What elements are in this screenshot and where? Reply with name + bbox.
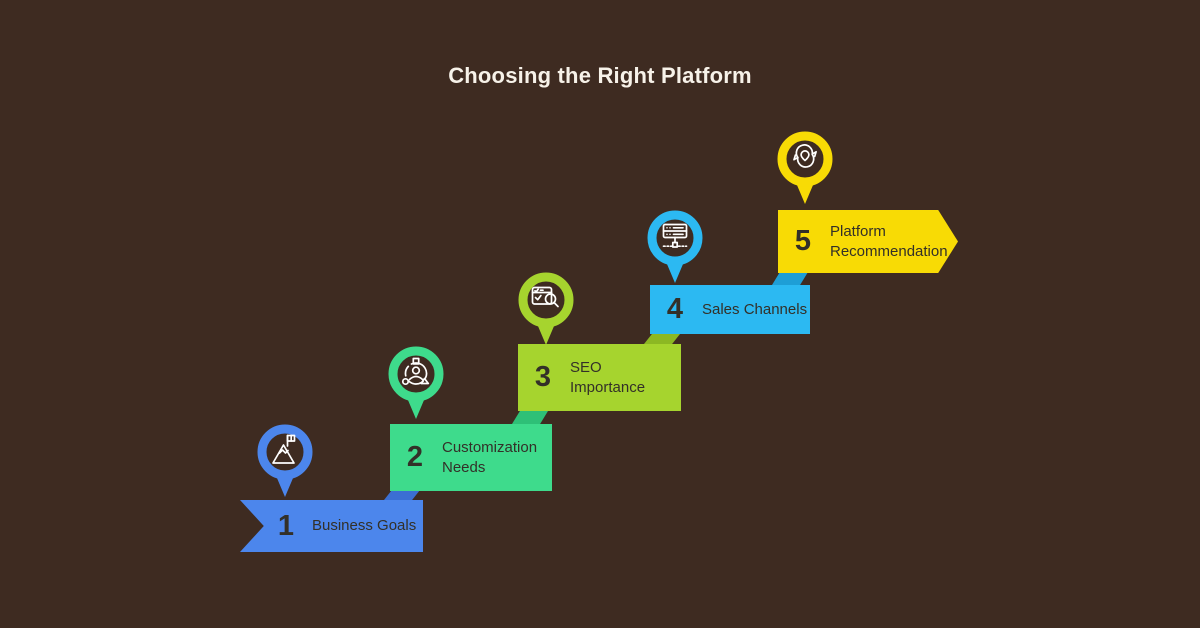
pin-ring xyxy=(388,346,444,402)
step-box-business-goals: 1 Business Goals xyxy=(240,500,423,552)
pin-business-goals xyxy=(253,422,317,508)
step-number: 5 xyxy=(794,225,812,257)
pin-ring xyxy=(777,131,833,187)
pin-ring xyxy=(257,424,313,480)
ribbon-fold-1 xyxy=(384,490,420,500)
step-label: Sales Channels xyxy=(702,300,808,318)
pin-ring xyxy=(647,210,703,266)
step-box-platform-recommendation: 5 Platform Recommendation xyxy=(778,210,958,273)
step-number: 4 xyxy=(666,293,684,325)
step-box-customization-needs: 2 Customization Needs xyxy=(390,424,552,491)
step-label: SEO Importance xyxy=(570,359,646,396)
mountain-flag-icon xyxy=(272,434,296,464)
chat-bubbles-pin-icon xyxy=(793,144,817,168)
page-title: Choosing the Right Platform xyxy=(448,63,752,88)
user-customization-icon xyxy=(401,357,430,386)
step-box-sales-channels: 4 Sales Channels xyxy=(650,285,810,334)
pin-sales-channels xyxy=(643,208,707,294)
step-label: Platform Recommendation xyxy=(830,223,948,260)
pin-platform-recommendation xyxy=(773,129,837,215)
step-label: Customization Needs xyxy=(442,439,538,476)
ribbon-fold-2 xyxy=(512,411,548,424)
step-box-seo-importance: 3 SEO Importance xyxy=(518,344,681,411)
ribbon-fold-3 xyxy=(644,334,680,344)
pin-seo-importance xyxy=(514,270,578,356)
step-number: 2 xyxy=(406,441,424,473)
ribbon-fold-4 xyxy=(772,272,808,285)
pin-ring xyxy=(518,272,574,328)
browser-seo-search-icon xyxy=(531,286,559,308)
pin-customization-needs xyxy=(384,344,448,430)
step-number: 1 xyxy=(277,509,295,542)
step-number: 3 xyxy=(534,361,552,393)
server-stack-icon xyxy=(662,223,688,248)
step-label: Business Goals xyxy=(312,517,417,535)
